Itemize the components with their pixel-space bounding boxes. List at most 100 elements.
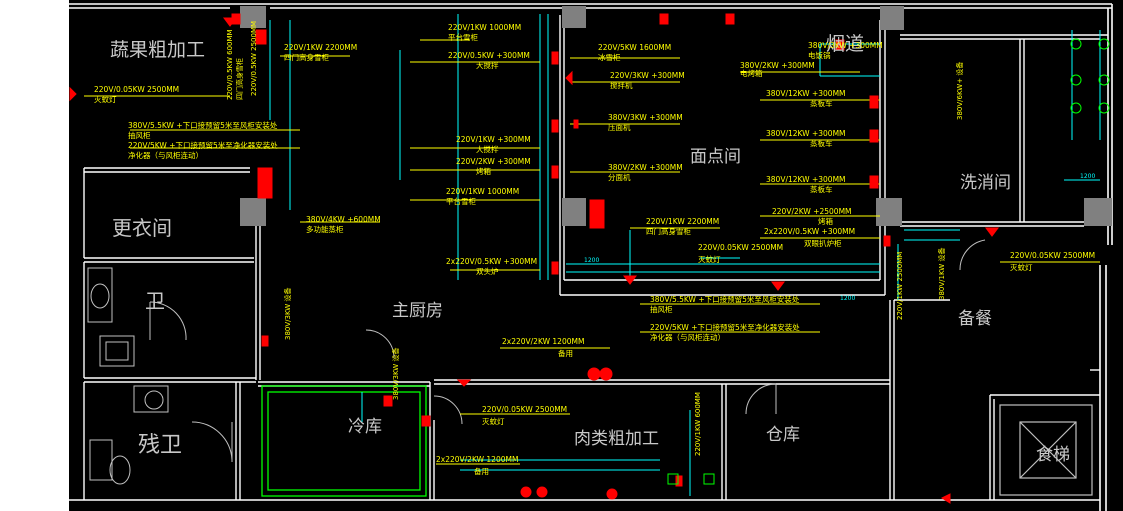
annotation-double-fryer: 2x220V/0.5KW +300MM: [764, 227, 855, 236]
annotation-fridge-4door: 220V/1KW 2200MM: [646, 217, 719, 226]
annotation-fridge-top: 220V/1KW 2200MM: [284, 43, 357, 52]
outer-walls: [69, 3, 1113, 511]
annotation-veg-vert-1b: 四门高身雪柜: [235, 58, 244, 100]
annotation-multi-steamer: 380V/4KW +600MM: [306, 215, 381, 224]
annotation-bench-2: 220V/1KW 1000MM: [446, 187, 519, 196]
annotation-mixer-2: 220V/1KW +300MM: [456, 135, 531, 144]
annotation-proofer: 220V/2KW +300MM: [456, 157, 531, 166]
annotation-wash-vert: 380V/6KW+ 设备: [955, 62, 964, 120]
room-main-kitchen: 主厨房: [392, 301, 443, 321]
room-food-lift: 食梯: [1036, 445, 1070, 465]
annotation-double-stove-name: 双头炉: [476, 266, 499, 276]
leader-lines: [84, 39, 1100, 465]
annotation-wash-lamp-name: 灭蚊灯: [1010, 262, 1033, 272]
room-corridor: 烟道: [826, 33, 864, 55]
annotation-steamer-2: 380V/12KW +300MM: [766, 129, 846, 138]
room-washing: 洗消间: [960, 173, 1011, 193]
annotation-fridge-top-name: 四门高身雪柜: [284, 52, 329, 62]
room-labels: 蔬果粗加工 烟道 面点间 洗消间 更衣间 卫 主厨房 备餐 残卫 冷库 肉类粗加…: [110, 33, 1070, 465]
green-fixtures: [667, 38, 1110, 485]
dimension-lines: [269, 14, 1101, 496]
annotation-rice-cooker-name: 电饭锅: [808, 50, 831, 60]
annotation-elec-cab: 380V/2KW +300MM: [740, 61, 815, 70]
annotation-exhaust-2: 380V/5.5KW +下口接预留5米至风柜安装处: [650, 294, 800, 304]
room-serving: 备餐: [958, 309, 992, 329]
annotation-divider: 380V/2KW +300MM: [608, 163, 683, 172]
annotation-steamer-1-name: 蒸板车: [810, 98, 833, 108]
annotations: 220V/0.05KW 2500MM 灭蚊灯 380V/5.5KW +下口接预留…: [94, 23, 1095, 476]
annotation-exhaust-fan: 380V/5.5KW +下口接预留5米至风柜安装处: [128, 120, 278, 130]
annotation-cold-lamp: 220V/0.05KW 2500MM: [482, 405, 567, 414]
annotation-double-fryer-name: 双眼扒炉柜: [804, 238, 842, 248]
dimension-texts: 1200 1200 1200: [584, 173, 1095, 302]
cold-store-room: [261, 385, 427, 497]
interior-walls: [83, 15, 1108, 500]
annotation-spare-name: 备用: [558, 348, 573, 358]
annotation-spare: 2x220V/2KW 1200MM: [502, 337, 584, 346]
annotation-bench-1-name: 平台雪柜: [448, 32, 478, 42]
annotation-mixer-2-name: 大搅拌: [476, 144, 499, 154]
annotation-veg-lamp: 220V/0.05KW 2500MM: [94, 85, 179, 94]
room-veg-prep: 蔬果粗加工: [110, 39, 205, 61]
annotation-purifier-name: 净化器（与风柜连动）: [128, 150, 203, 160]
annotation-steamer-2-name: 蒸板车: [810, 138, 833, 148]
door-swings: [149, 239, 986, 462]
annotation-multi-steamer-name: 多功能蒸柜: [306, 224, 344, 234]
annotation-cold-lamp-name: 灭蚊灯: [482, 416, 505, 426]
annotation-spare-2: 2x220V/2KW 1200MM: [436, 455, 518, 464]
annotation-dough-press: 380V/3KW +300MM: [608, 113, 683, 122]
room-accessible-wc: 残卫: [138, 433, 182, 458]
sanitary-fixtures: [87, 267, 169, 485]
annotation-purifier-2-name: 净化器（与风柜连动）: [650, 332, 725, 342]
annotation-stirrer: 220V/3KW +300MM: [610, 71, 685, 80]
dimension-1: 1200: [584, 257, 599, 264]
room-changing: 更衣间: [112, 216, 172, 240]
dimension-3: 1200: [1080, 173, 1095, 180]
room-toilet: 卫: [145, 289, 165, 313]
annotation-cold-vert: 380V/3KW 设备: [391, 348, 400, 400]
annotation-purifier: 220V/5KW +下口接预留5米至净化器安装处: [128, 140, 278, 150]
annotation-bench-2-name: 平台雪柜: [446, 196, 476, 206]
annotation-fridge-mid: 220V/5KW 1600MM: [598, 43, 671, 52]
annotation-fridge-mid-name: 冰雪柜: [598, 52, 621, 62]
room-meat-prep: 肉类粗加工: [574, 429, 659, 449]
annotation-purifier-2: 220V/5KW +下口接预留5米至净化器安装处: [650, 322, 800, 332]
food-lift-shaft: [999, 404, 1093, 496]
room-pastry: 面点间: [690, 147, 741, 167]
annotation-fridge-4door-name: 四门高身雪柜: [646, 226, 691, 236]
annotation-meat-vert: 220V/1KW 600MM: [694, 392, 702, 456]
annotation-veg-vert-2: 220V/0.5KW 2500MM: [250, 21, 258, 96]
annotation-serving-vert-1: 220V/1KW 2500MM: [896, 252, 904, 320]
annotation-exhaust-2-name: 抽风柜: [650, 304, 673, 314]
annotation-serving-vert-2: 380V/1KW 设备: [937, 248, 946, 300]
annotation-bench-1: 220V/1KW 1000MM: [448, 23, 521, 32]
floor-plan: 蔬果粗加工 烟道 面点间 洗消间 更衣间 卫 主厨房 备餐 残卫 冷库 肉类粗加…: [69, 0, 1123, 511]
annotation-rice-cooker: 380V/3KW +300MM: [808, 41, 883, 50]
room-storage: 仓库: [766, 425, 800, 445]
annotation-exhaust-fan-name: 抽风柜: [128, 130, 151, 140]
vertical-annotations: 220V/0.5KW 600MM 四门高身雪柜 220V/0.5KW 2500M…: [226, 21, 964, 456]
annotation-divider-name: 分面机: [608, 172, 631, 182]
annotation-spare-2-name: 备用: [474, 466, 489, 476]
annotation-steamer-1: 380V/12KW +300MM: [766, 89, 846, 98]
room-cold-store: 冷库: [348, 417, 382, 437]
annotation-oven-2-name: 烤箱: [818, 216, 833, 226]
annotation-mixer-1: 220V/0.5KW +300MM: [448, 51, 530, 60]
annotation-veg-vert-1: 220V/0.5KW 600MM: [226, 29, 234, 100]
annotation-steamer-3-name: 蒸板车: [810, 184, 833, 194]
annotation-oven-2: 220V/2KW +2500MM: [772, 207, 852, 216]
annotation-veg-lamp-name: 灭蚊灯: [94, 94, 117, 104]
annotation-main-vert: 380V/3KW 设备: [283, 288, 292, 340]
annotation-pastry-lamp-name: 灭蚊灯: [698, 254, 721, 264]
annotation-elec-cab-name: 电烤箱: [740, 68, 763, 78]
structural-columns: [240, 6, 1112, 226]
annotation-pastry-lamp: 220V/0.05KW 2500MM: [698, 243, 783, 252]
dimension-2: 1200: [840, 295, 855, 302]
annotation-proofer-name: 烤箱: [476, 166, 491, 176]
annotation-stirrer-name: 搅拌机: [610, 80, 633, 90]
device-symbols: [69, 13, 999, 504]
annotation-wash-lamp: 220V/0.05KW 2500MM: [1010, 251, 1095, 260]
annotation-double-stove: 2x220V/0.5KW +300MM: [446, 257, 537, 266]
annotation-dough-press-name: 压面机: [608, 122, 631, 132]
